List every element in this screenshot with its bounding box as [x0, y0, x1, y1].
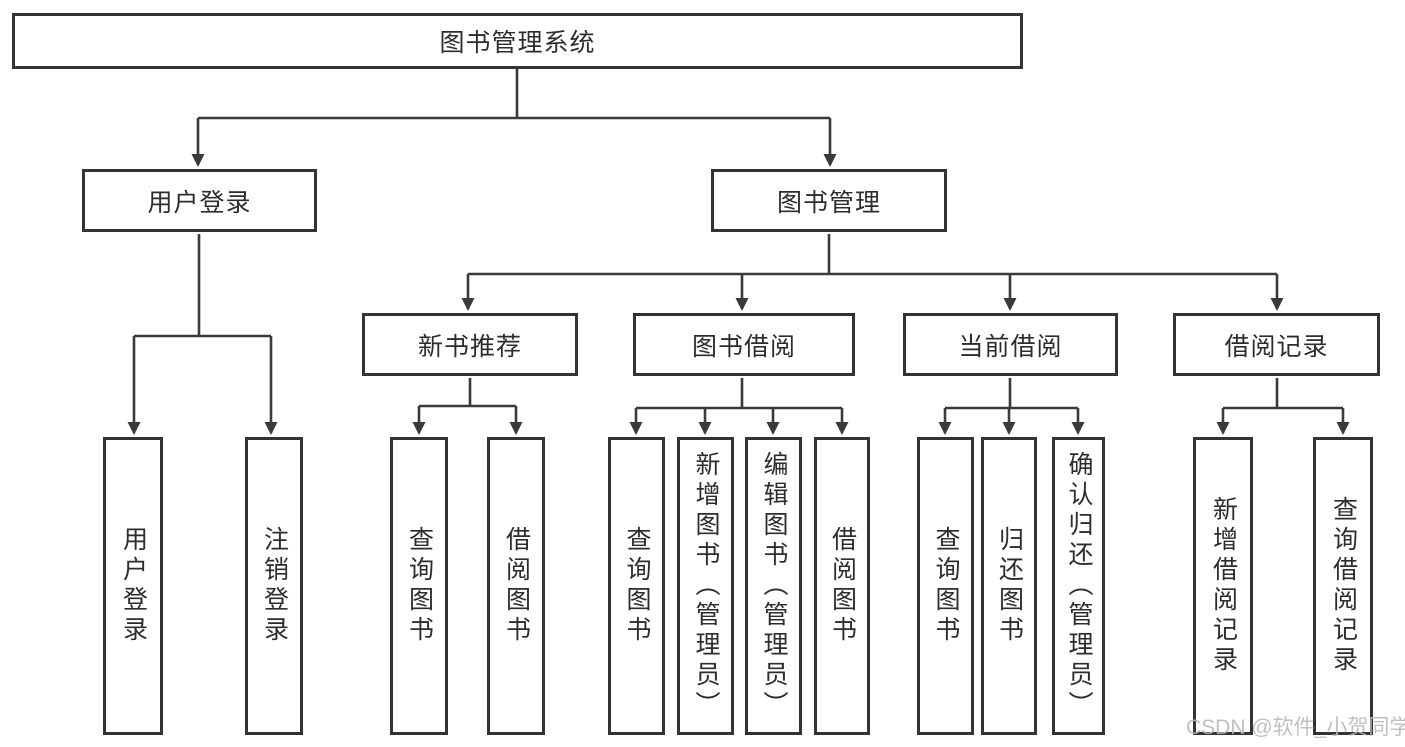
- leaf-add-book-admin-label: 新增图书（管理员）: [692, 451, 720, 721]
- node-book-management-label: 图书管理: [776, 188, 881, 217]
- node-root: 图书管理系统: [12, 13, 1023, 69]
- leaf-query-borrow-record: 查询借阅记录: [1313, 437, 1373, 735]
- leaf-edit-book-admin-label: 编辑图书（管理员）: [760, 451, 788, 721]
- leaf-return-books-label: 归还图书: [995, 526, 1024, 646]
- leaf-query-books-current: 查询图书: [917, 437, 974, 735]
- node-book-management: 图书管理: [711, 169, 947, 232]
- leaf-query-books-borrow: 查询图书: [608, 437, 665, 735]
- node-current-borrow: 当前借阅: [903, 313, 1118, 376]
- leaf-borrow-books-recommend: 借阅图书: [487, 437, 545, 735]
- leaf-query-borrow-record-label: 查询借阅记录: [1329, 496, 1358, 676]
- node-user-login: 用户登录: [82, 169, 317, 232]
- node-current-borrow-label: 当前借阅: [958, 332, 1063, 361]
- leaf-user-login: 用户登录: [103, 437, 163, 735]
- leaf-borrow-books-recommend-label: 借阅图书: [502, 526, 531, 646]
- leaf-confirm-return-admin: 确认归还（管理员）: [1052, 437, 1105, 735]
- leaf-query-books-current-label: 查询图书: [932, 526, 960, 646]
- leaf-logout-label: 注销登录: [260, 526, 289, 646]
- leaf-confirm-return-admin-label: 确认归还（管理员）: [1065, 451, 1093, 721]
- leaf-add-borrow-record-label: 新增借阅记录: [1209, 496, 1238, 676]
- node-book-borrow: 图书借阅: [633, 313, 855, 376]
- leaf-borrow-books-label: 借阅图书: [828, 526, 857, 646]
- node-root-label: 图书管理系统: [439, 29, 596, 57]
- leaf-logout: 注销登录: [245, 437, 303, 735]
- watermark: CSDN @软件_小贺同学: [1186, 716, 1405, 739]
- node-book-borrow-label: 图书借阅: [691, 332, 796, 361]
- leaf-query-books-recommend: 查询图书: [390, 437, 448, 735]
- leaf-edit-book-admin: 编辑图书（管理员）: [745, 437, 802, 735]
- leaf-query-books-borrow-label: 查询图书: [623, 526, 651, 646]
- node-borrow-records-label: 借阅记录: [1224, 332, 1329, 361]
- leaf-borrow-books: 借阅图书: [814, 437, 870, 735]
- node-user-login-label: 用户登录: [147, 188, 252, 217]
- leaf-add-borrow-record: 新增借阅记录: [1193, 437, 1253, 735]
- leaf-user-login-label: 用户登录: [119, 526, 148, 646]
- node-new-book-recommend: 新书推荐: [362, 313, 578, 376]
- leaf-query-books-recommend-label: 查询图书: [405, 526, 434, 646]
- node-new-book-recommend-label: 新书推荐: [417, 332, 522, 361]
- leaf-return-books: 归还图书: [981, 437, 1037, 735]
- node-borrow-records: 借阅记录: [1173, 313, 1380, 376]
- leaf-add-book-admin: 新增图书（管理员）: [677, 437, 734, 735]
